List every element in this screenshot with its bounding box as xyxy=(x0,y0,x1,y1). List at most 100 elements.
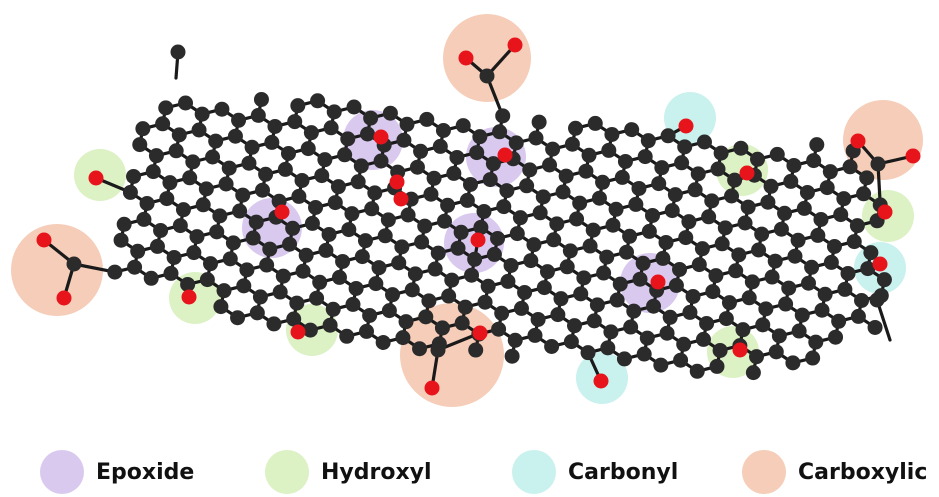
carbon-atom xyxy=(717,220,733,236)
carbon-atom xyxy=(222,251,238,267)
carbon-atom xyxy=(724,188,740,204)
carbon-atom xyxy=(731,247,747,263)
carbon-atom xyxy=(285,220,301,236)
carbon-atom xyxy=(550,307,566,323)
carbon-atom xyxy=(528,130,544,146)
carbon-atom xyxy=(623,319,639,335)
carbon-atom xyxy=(290,98,306,114)
carbon-atom xyxy=(646,298,662,314)
carbon-atom xyxy=(599,249,615,265)
carbon-atom xyxy=(771,328,787,344)
carbon-atom xyxy=(660,128,676,144)
carbon-atom xyxy=(213,299,229,315)
carbon-atom xyxy=(163,265,179,281)
carbon-atom xyxy=(823,254,839,270)
carbon-atom xyxy=(435,122,451,138)
carbon-atom xyxy=(760,194,776,210)
carbon-atom xyxy=(628,196,644,212)
carbon-atom xyxy=(691,257,707,273)
carbon-atom xyxy=(641,223,657,239)
carbon-atom xyxy=(701,209,717,225)
carbon-atom xyxy=(544,338,560,354)
carbon-atom xyxy=(331,269,347,285)
carbon-atom xyxy=(264,134,280,150)
carbon-atom xyxy=(287,114,303,130)
carbon-atom xyxy=(512,210,528,226)
oxygen-atom xyxy=(56,290,72,306)
carbon-atom xyxy=(286,311,302,327)
carbon-atom xyxy=(194,106,210,122)
carbon-atom xyxy=(831,313,847,329)
carbon-atom xyxy=(733,140,749,156)
carbon-atom xyxy=(354,249,370,265)
legend-swatch-carboxylic xyxy=(742,450,786,494)
carbon-atom xyxy=(143,270,159,286)
carbon-atom xyxy=(266,316,282,332)
carbon-atom xyxy=(254,182,270,198)
carbon-atom xyxy=(318,242,334,258)
legend-label-carboxylic: Carboxylic xyxy=(798,459,928,485)
carbon-atom xyxy=(508,135,524,151)
carbon-atom xyxy=(473,219,489,235)
carbon-atom xyxy=(199,272,215,288)
carbon-atom xyxy=(235,187,251,203)
carbon-atom xyxy=(480,278,496,294)
carbon-atom xyxy=(239,262,255,278)
carbon-atom xyxy=(323,120,339,136)
carbon-atom xyxy=(454,315,470,331)
oxygen-atom xyxy=(290,324,306,340)
carbon-atom xyxy=(519,178,535,194)
carbon-atom xyxy=(750,151,766,167)
carbon-atom xyxy=(182,170,198,186)
carbon-atom xyxy=(214,101,230,117)
carbon-atom xyxy=(678,230,694,246)
carbon-atom xyxy=(503,257,519,273)
carbon-atom xyxy=(289,295,305,311)
carbon-atom xyxy=(504,348,520,364)
carbon-atom xyxy=(758,301,774,317)
carbon-atom xyxy=(359,323,375,339)
carbon-atom xyxy=(252,289,268,305)
carbon-atom xyxy=(813,211,829,227)
carbon-atom xyxy=(804,259,820,275)
carbon-atom xyxy=(291,188,307,204)
carbon-atom xyxy=(768,344,784,360)
carbon-atom xyxy=(185,154,201,170)
carbon-atom xyxy=(280,145,296,161)
carbon-atom xyxy=(667,187,683,203)
carbon-atom xyxy=(817,286,833,302)
carbon-atom xyxy=(558,168,574,184)
carbon-atom xyxy=(171,127,187,143)
oxygen-atom xyxy=(458,50,474,66)
carbon-atom xyxy=(856,186,872,202)
carbon-atom xyxy=(244,139,260,155)
oxygen-atom xyxy=(877,204,893,220)
carbon-atom xyxy=(595,174,611,190)
carbon-atom xyxy=(221,160,237,176)
carbon-atom xyxy=(430,342,446,358)
carbon-atom xyxy=(245,230,261,246)
carbon-atom xyxy=(175,202,191,218)
carbon-atom xyxy=(517,284,533,300)
carbon-atom xyxy=(635,255,651,271)
carbon-atom xyxy=(530,311,546,327)
carbon-atom xyxy=(500,273,516,289)
legend-swatch-hydroxyl xyxy=(265,450,309,494)
carbon-atom xyxy=(840,265,856,281)
carbon-atom xyxy=(509,226,525,242)
carbon-atom xyxy=(404,282,420,298)
carbon-atom xyxy=(413,143,429,159)
carbon-atom xyxy=(457,299,473,315)
carbon-atom xyxy=(712,342,728,358)
carbon-atom xyxy=(348,280,364,296)
oxygen-atom xyxy=(872,256,888,272)
carbon-atom xyxy=(545,141,561,157)
carbon-atom xyxy=(586,313,602,329)
carbon-atom xyxy=(587,115,603,131)
carbon-atom xyxy=(116,216,132,232)
carbon-atom xyxy=(218,176,234,192)
carbon-atom xyxy=(371,260,387,276)
carbon-atom xyxy=(576,270,592,286)
carbon-atom xyxy=(704,193,720,209)
carbon-atom xyxy=(808,334,824,350)
